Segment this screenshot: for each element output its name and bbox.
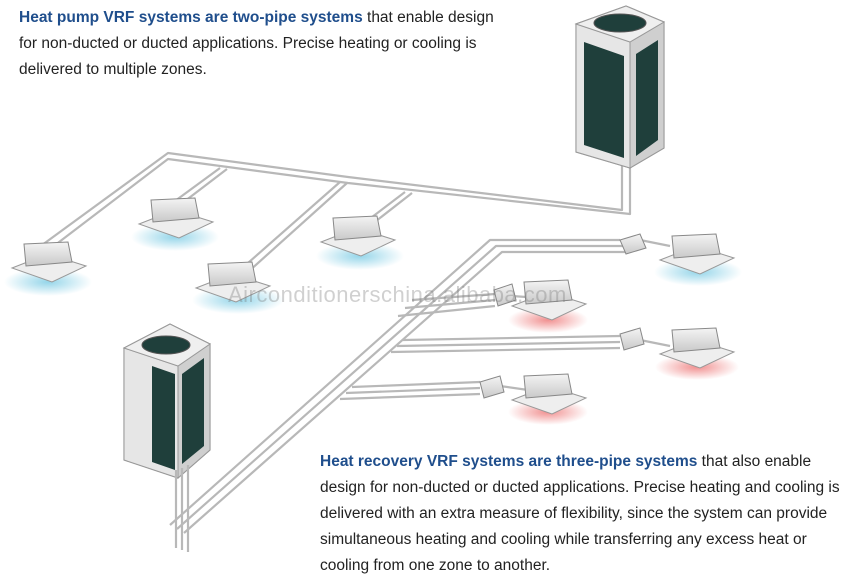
outdoor-unit-heat-recovery bbox=[122, 323, 211, 552]
heat-pump-caption-text: that enable design for non-ducted or duc… bbox=[19, 9, 494, 78]
indoor-unit-heating-2 bbox=[658, 327, 736, 369]
indoor-unit-cooling-1 bbox=[10, 241, 88, 283]
branch-box-3 bbox=[619, 327, 645, 351]
heat-recovery-caption-text: that also enable design for non-ducted o… bbox=[320, 453, 840, 574]
watermark: Airconditionerschina.alibaba.com bbox=[228, 282, 567, 307]
three-pipe-network bbox=[169, 238, 671, 534]
indoor-unit-cooling-5 bbox=[658, 233, 736, 275]
indoor-unit-cooling-4 bbox=[319, 215, 397, 257]
branch-box-1 bbox=[619, 233, 647, 255]
branch-box-4 bbox=[479, 375, 505, 399]
heat-recovery-caption-bold: Heat recovery VRF systems are three-pipe… bbox=[320, 453, 698, 470]
heat-pump-caption: Heat pump VRF systems are two-pipe syste… bbox=[19, 5, 499, 83]
indoor-unit-cooling-3 bbox=[194, 261, 272, 303]
heat-recovery-caption: Heat recovery VRF systems are three-pipe… bbox=[320, 449, 840, 579]
indoor-unit-heating-3 bbox=[510, 373, 588, 415]
branch-box-2 bbox=[493, 283, 517, 307]
indoor-unit-heating-1 bbox=[510, 279, 588, 321]
indoor-unit-cooling-2 bbox=[137, 197, 215, 239]
heat-pump-caption-bold: Heat pump VRF systems are two-pipe syste… bbox=[19, 9, 363, 26]
outdoor-unit-heat-pump bbox=[574, 5, 666, 169]
